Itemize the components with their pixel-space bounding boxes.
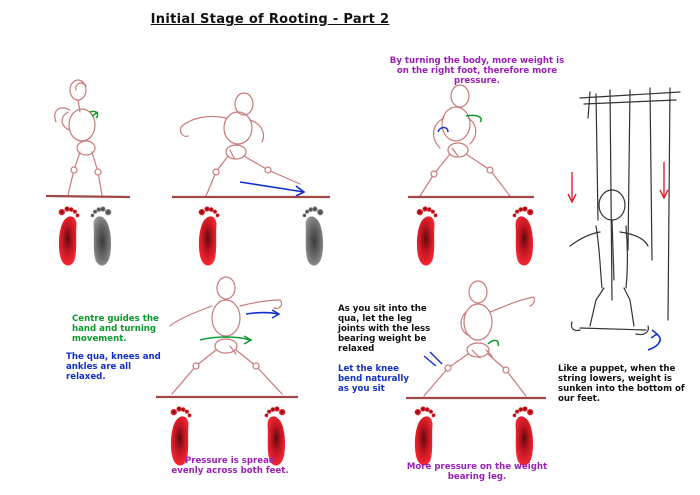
hand-arrow-blue <box>245 311 279 315</box>
figure-1-sketch <box>54 79 103 196</box>
direction-arrow-head <box>295 185 306 197</box>
note-knee-bend: Let the knee bend naturally as you sit <box>338 364 409 394</box>
note-sit-into-qua: As you sit into the qua, let the leg joi… <box>338 304 431 354</box>
foot-pair-1 <box>58 206 112 266</box>
page-title: Initial Stage of Rooting - Part 2 <box>150 12 390 27</box>
figure-3-sketch <box>419 84 511 197</box>
figure-2-sketch <box>179 92 301 197</box>
centre-arrow-green <box>199 336 251 341</box>
rotation-arrow-green <box>465 114 482 123</box>
turn-arrow-green <box>487 339 500 347</box>
rotation-arrow-head <box>91 111 99 117</box>
left-foot-red <box>58 206 80 266</box>
hand-arrow-head <box>271 309 281 319</box>
note-puppet: Like a puppet, when the string lowers, w… <box>558 364 685 404</box>
left-foot-red <box>198 206 220 266</box>
note-pressure-spread: Pressure is spread evenly across both fe… <box>171 456 289 476</box>
foot-pair-2 <box>198 206 324 266</box>
note-more-pressure: More pressure on the weight bearing leg. <box>406 462 548 482</box>
down-arrow-right-head <box>659 189 669 200</box>
puppet-arrow-head <box>650 329 659 339</box>
direction-arrow-blue <box>239 181 305 193</box>
knee-pointer-2 <box>429 351 443 365</box>
right-foot-red <box>512 406 534 466</box>
note-qua-relaxed: The qua, knees and ankles are all relaxe… <box>66 352 161 382</box>
knee-pointer-1 <box>423 355 437 367</box>
ground-line-1 <box>45 194 131 199</box>
rotation-arrow-blue <box>437 126 449 133</box>
foot-pair-5 <box>414 406 534 466</box>
figure-4-sketch <box>169 276 283 395</box>
left-foot-red <box>416 206 438 266</box>
figure-5-sketch <box>423 280 536 397</box>
left-foot-red <box>414 406 436 466</box>
right-foot-red <box>512 206 534 266</box>
down-arrow-left-head <box>567 193 577 204</box>
right-foot-grey <box>302 206 324 266</box>
foot-pair-3 <box>416 206 534 266</box>
puppet-sketch <box>569 87 681 336</box>
centre-arrow-head <box>243 335 253 345</box>
note-turning-body: By turning the body, more weight is on t… <box>389 56 565 86</box>
puppet-arrow-blue <box>647 333 661 351</box>
right-foot-grey <box>90 206 112 266</box>
note-centre-guides: Centre guides the hand and turning movem… <box>72 314 159 344</box>
